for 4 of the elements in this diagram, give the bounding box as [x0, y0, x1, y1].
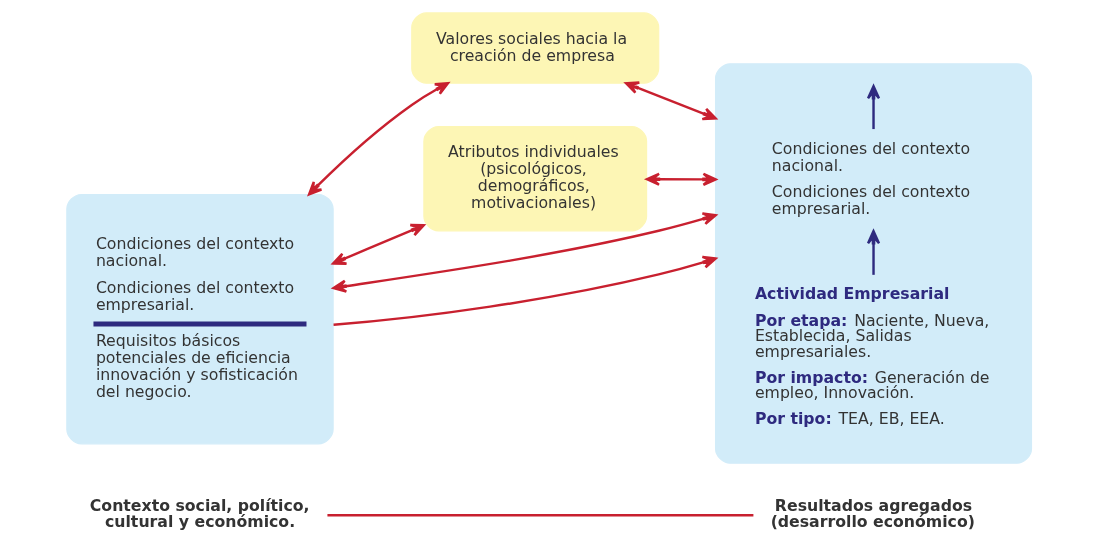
- node-text: Contexto social, político, cultural y económico.: [89, 495, 310, 531]
- node-text: Actividad Empresarial Por etapa: Naciente, Nueva, Establecida, Salidas empresariales. Por impacto: Generación de empleo, Innovación. Por tipo: TEA, EB, EEA.: [754, 284, 990, 428]
- node-text: Resultados agregados (desarrollo económico): [770, 495, 975, 531]
- node-text: Condiciones del contexto nacional. Condiciones del contexto empresarial.: [771, 138, 970, 219]
